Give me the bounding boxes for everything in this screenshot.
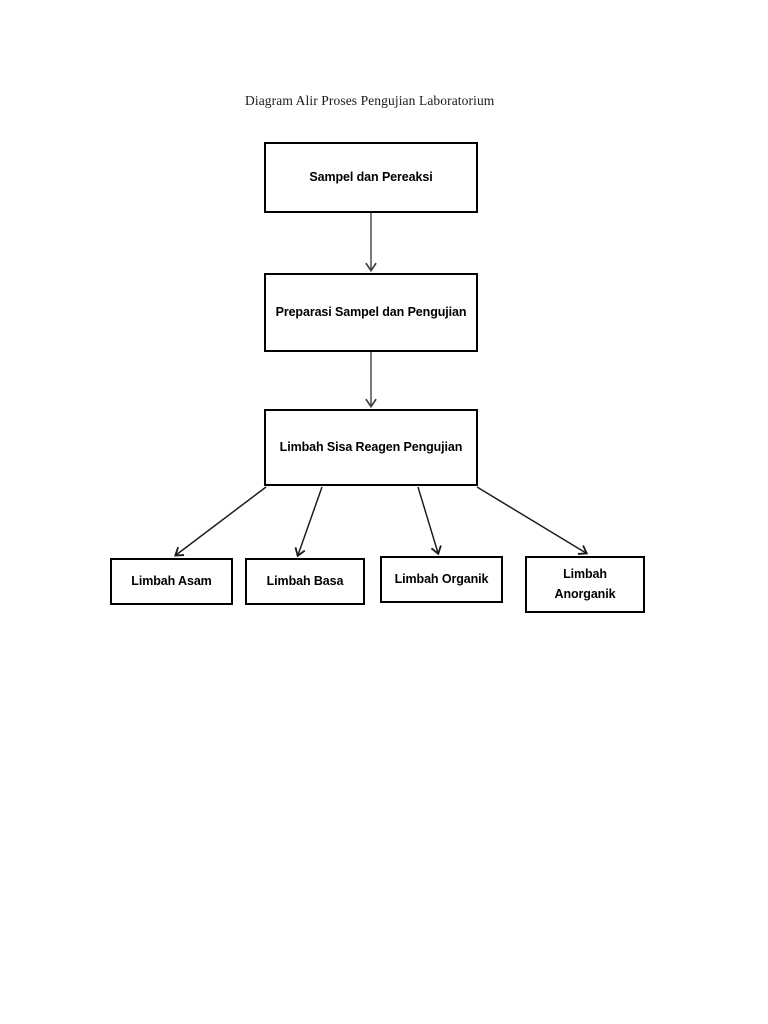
edge-limbah-to-anorganik xyxy=(476,486,589,555)
edge-limbah-to-organik xyxy=(417,486,442,556)
node-sampel-dan-pereaksi[interactable]: Sampel dan Pereaksi xyxy=(264,142,478,213)
node-label: Sampel dan Pereaksi xyxy=(309,169,433,184)
node-label: Limbah Organik xyxy=(394,571,489,586)
edge-limbah-to-basa xyxy=(294,486,323,558)
page-title: Diagram Alir Proses Pengujian Laboratori… xyxy=(245,93,495,108)
node-limbah-asam[interactable]: Limbah Asam xyxy=(110,558,233,605)
node-preparasi-sampel-dan-pengujian[interactable]: Preparasi Sampel dan Pengujian xyxy=(264,273,478,352)
node-label: Limbah Basa xyxy=(266,573,344,588)
node-label: Limbah Anorganik xyxy=(554,567,616,601)
edge-limbah-to-asam xyxy=(174,486,267,557)
node-limbah-basa[interactable]: Limbah Basa xyxy=(245,558,365,605)
node-limbah-sisa-reagen-pengujian[interactable]: Limbah Sisa Reagen Pengujian xyxy=(264,409,478,486)
node-limbah-organik[interactable]: Limbah Organik xyxy=(380,556,503,603)
node-label: Limbah Sisa Reagen Pengujian xyxy=(279,439,463,454)
node-label: Preparasi Sampel dan Pengujian xyxy=(275,304,467,319)
node-label: Limbah Asam xyxy=(131,573,212,588)
node-limbah-anorganik[interactable]: Limbah Anorganik xyxy=(525,556,645,613)
